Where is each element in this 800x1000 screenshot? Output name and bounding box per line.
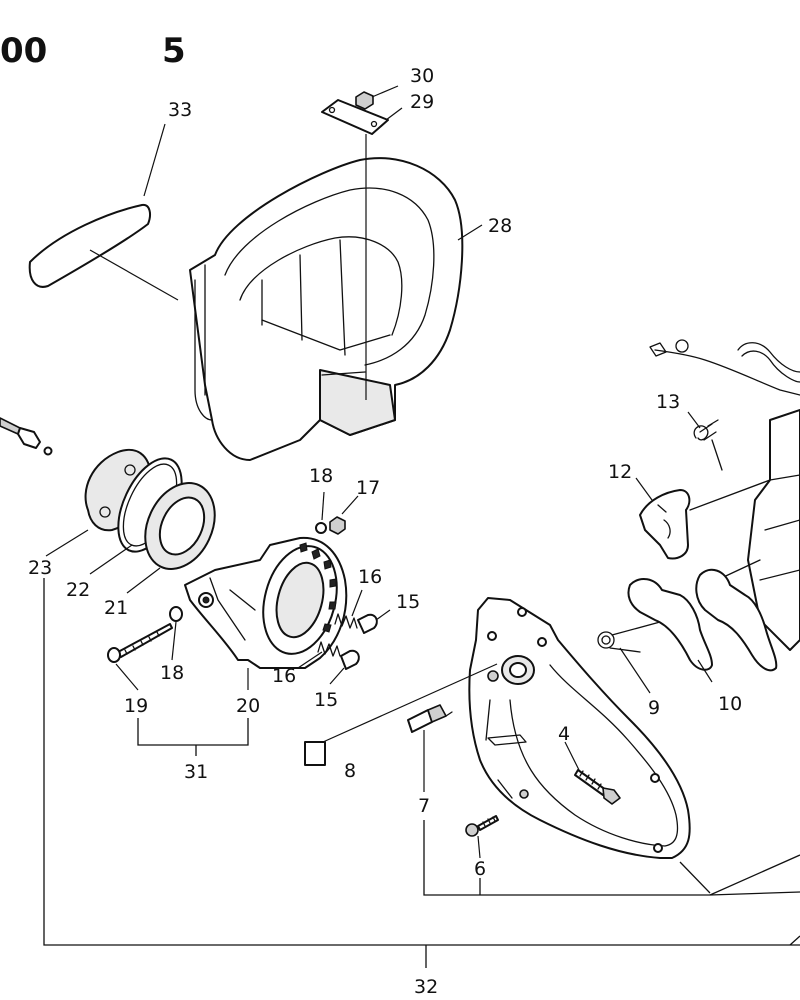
callout-33: 33 — [168, 99, 192, 121]
header-right-text: 5 — [162, 31, 186, 71]
assembly-bracket-32 — [43, 578, 800, 968]
part-17-nut — [329, 516, 346, 535]
part-16-spring-top — [334, 613, 358, 629]
callout-17: 17 — [356, 477, 380, 499]
part-13-spring — [693, 419, 723, 471]
callout-16-top: 16 — [358, 566, 382, 588]
callout-21: 21 — [104, 597, 128, 619]
callout-23: 23 — [28, 557, 52, 579]
callout-labels: 33 30 29 28 13 12 18 17 16 15 16 15 23 2… — [28, 65, 742, 998]
callout-20: 20 — [236, 695, 260, 717]
part-33-decal — [28, 203, 151, 288]
callout-19: 19 — [124, 695, 148, 717]
callout-15-top: 15 — [396, 591, 420, 613]
assembly-bracket-31 — [137, 718, 249, 756]
part-21-gasket — [144, 482, 216, 570]
part-29-plate — [321, 99, 389, 135]
callout-12: 12 — [608, 461, 632, 483]
part-15-plug-bottom — [340, 649, 360, 670]
callout-7: 7 — [418, 795, 430, 817]
part-7-fitting — [407, 704, 453, 733]
callout-6: 6 — [474, 858, 486, 880]
assembly-bracket-inner — [423, 820, 800, 896]
part-18-washer-top — [315, 522, 327, 534]
callout-4: 4 — [558, 723, 570, 745]
part-wire-harness — [649, 339, 800, 396]
callout-29: 29 — [410, 91, 434, 113]
callout-31: 31 — [184, 761, 208, 783]
callout-22: 22 — [66, 579, 90, 601]
part-20-clutch-cover — [184, 536, 348, 669]
part-28-handle-guard — [189, 157, 464, 461]
part-10-trigger-right — [695, 568, 778, 672]
callout-18-bottom: 18 — [160, 662, 184, 684]
part-16-spring-bottom — [317, 641, 341, 657]
part-9-spring — [597, 621, 661, 653]
part-30-nut — [355, 91, 374, 110]
part-adjuster-screw — [0, 417, 53, 456]
part-8-label — [304, 741, 326, 766]
part-19-bolt — [107, 623, 173, 663]
part-4-bolt — [574, 769, 621, 805]
leader-lines — [45, 85, 713, 859]
header-left-text: 00 — [0, 31, 47, 71]
callout-9: 9 — [648, 697, 660, 719]
callout-28: 28 — [488, 215, 512, 237]
callout-30: 30 — [410, 65, 434, 87]
callout-15-bottom: 15 — [314, 689, 338, 711]
callout-16-bottom: 16 — [272, 665, 296, 687]
part-rear-handle-housing — [468, 597, 691, 859]
callout-8: 8 — [344, 760, 356, 782]
part-12-lockout — [639, 489, 691, 560]
part-18-washer-bottom — [169, 606, 183, 622]
part-6-screw — [465, 815, 499, 837]
callout-18-top: 18 — [309, 465, 333, 487]
callout-10: 10 — [718, 693, 742, 715]
part-10-trigger-left — [627, 578, 713, 671]
callout-13: 13 — [656, 391, 680, 413]
callout-32: 32 — [414, 976, 438, 998]
part-15-plug-top — [357, 613, 378, 634]
